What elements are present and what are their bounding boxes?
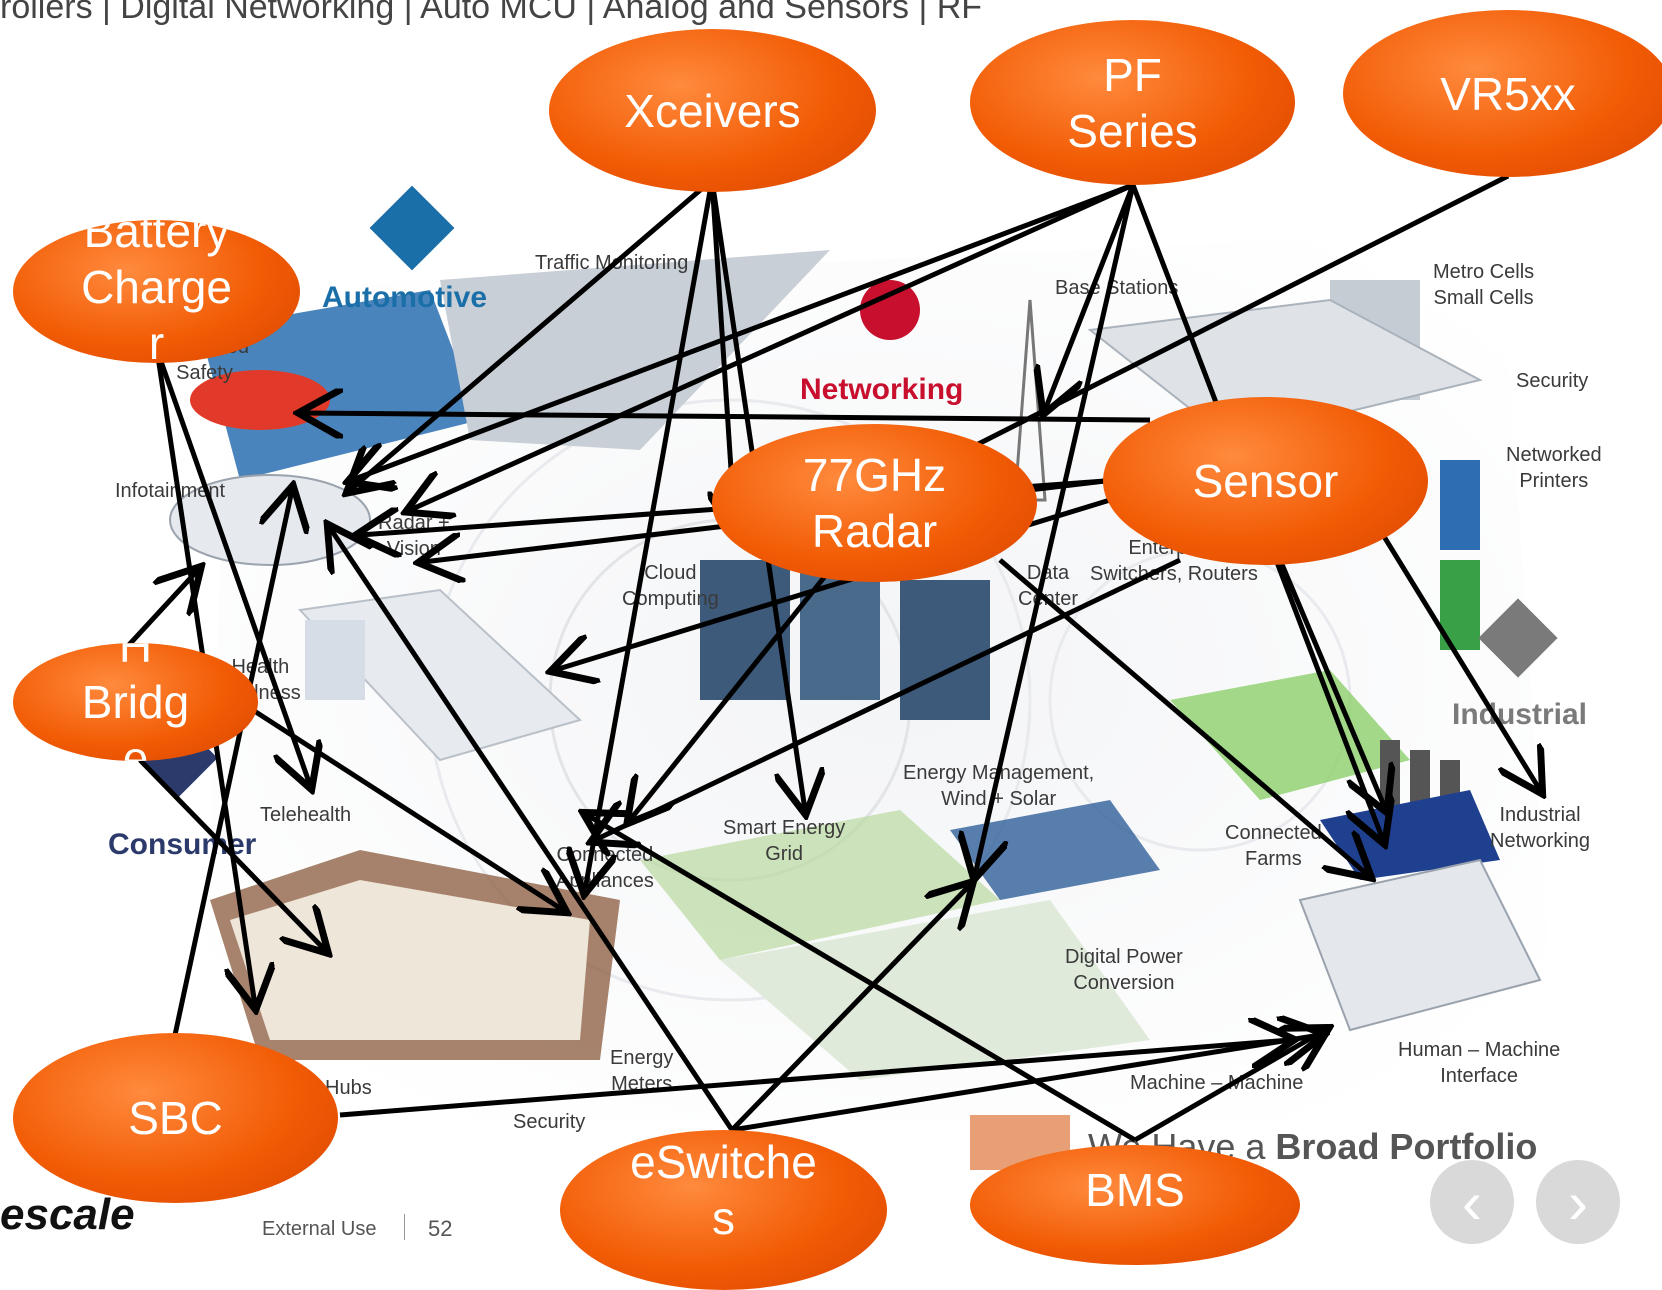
previous-slide-button[interactable]: ‹	[1430, 1160, 1514, 1244]
label-machine-to-machine: Machine – Machine	[1130, 1072, 1304, 1094]
bubble-77ghz-radar-label: 77GHz Radar	[802, 449, 947, 557]
label-digital-power-conversion: Digital Power Conversion	[1065, 946, 1183, 994]
bubble-eswitches: eSwitche s	[560, 1130, 887, 1290]
next-slide-button[interactable]: ›	[1536, 1160, 1620, 1244]
bubble-battery-charger-label: Battery Charge r	[81, 220, 232, 363]
label-hubs: Hubs	[325, 1077, 372, 1099]
bubble-xceivers: Xceivers	[549, 29, 876, 192]
bubble-sensor: Sensor	[1103, 397, 1428, 565]
label-metro-cells: Metro Cells Small Cells	[1433, 261, 1535, 309]
bubble-sbc: SBC	[13, 1033, 338, 1203]
bubble-pf-series: PF Series	[970, 20, 1295, 185]
bubble-vr5xx: VR5xx	[1343, 10, 1662, 177]
label-telehealth: Telehealth	[260, 804, 352, 826]
bubble-h-bridge: H Bridg e	[13, 643, 258, 761]
brand-logo: escale	[0, 1190, 135, 1239]
industrial-title: Industrial	[1452, 698, 1588, 731]
label-energy-management: Energy Management, Wind + Solar	[903, 762, 1095, 810]
product-category-bar: rollers | Digital Networking | Auto MCU …	[0, 0, 983, 26]
broad-portfolio-bold: Broad Portfolio	[1275, 1126, 1538, 1167]
footer-divider	[404, 1214, 405, 1240]
label-cloud-computing: Cloud Computing	[622, 562, 719, 610]
bubble-h-bridge-label: H Bridg e	[81, 643, 190, 761]
networking-title: Networking	[800, 373, 964, 406]
chevron-left-icon: ‹	[1462, 1168, 1482, 1236]
label-hmi: Human – Machine Interface	[1398, 1039, 1561, 1087]
label-networked-printers: Networked Printers	[1506, 444, 1602, 492]
bubble-sbc-label: SBC	[128, 1092, 223, 1144]
bubble-eswitches-label: eSwitche s	[630, 1136, 817, 1244]
page-number: 52	[428, 1216, 453, 1241]
label-security-bottom: Security	[513, 1111, 586, 1133]
classification-label: External Use	[262, 1218, 377, 1240]
label-base-stations: Base Stations	[1055, 277, 1179, 299]
bubble-battery-charger: Battery Charge r	[13, 220, 300, 363]
label-connected-farms: Connected Farms	[1225, 822, 1322, 870]
label-security-top: Security	[1516, 370, 1589, 392]
bubble-xceivers-label: Xceivers	[624, 84, 801, 137]
bubble-pf-series-label: PF Series	[1067, 48, 1198, 157]
chevron-right-icon: ›	[1568, 1168, 1588, 1236]
label-smart-energy-grid: Smart Energy Grid	[723, 817, 846, 865]
automotive-title: Automotive	[322, 281, 487, 314]
bubble-77ghz-radar: 77GHz Radar	[712, 424, 1037, 582]
bubble-sensor-label: Sensor	[1192, 455, 1339, 507]
bubble-bms: BMS	[970, 1145, 1300, 1265]
label-infotainment: Infotainment	[115, 480, 226, 502]
bubble-vr5xx-label: VR5xx	[1440, 67, 1576, 120]
bubble-bms-label: BMS	[1085, 1164, 1185, 1216]
label-industrial-networking: Industrial Networking	[1490, 804, 1591, 852]
